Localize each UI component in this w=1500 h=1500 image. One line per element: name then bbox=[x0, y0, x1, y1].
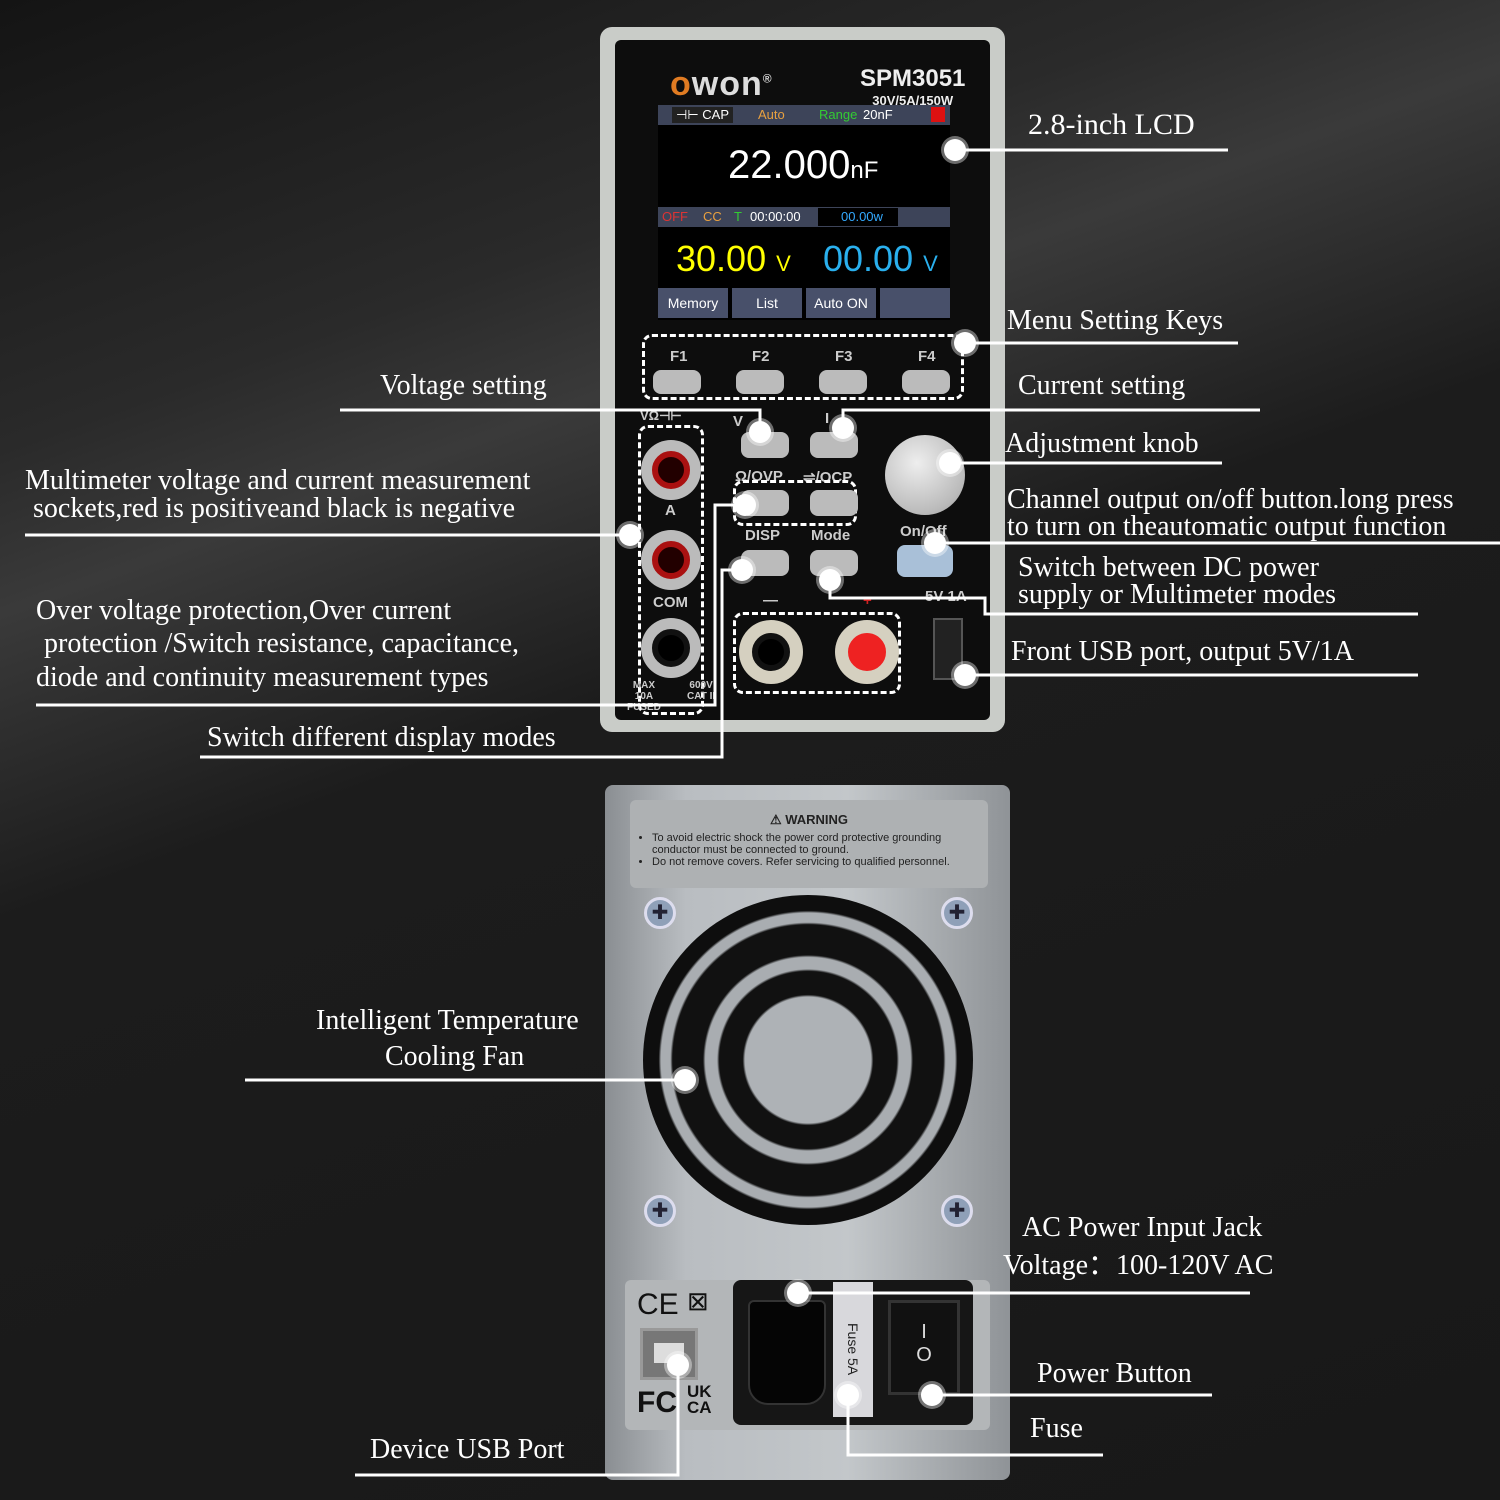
warning-title: WARNING bbox=[785, 812, 849, 827]
fkeys-highlight bbox=[642, 334, 964, 400]
lcd-range-label: Range bbox=[819, 107, 858, 122]
lcd-auto: Auto bbox=[758, 107, 785, 122]
warning-line: To avoid electric shock the power cord p… bbox=[652, 832, 978, 856]
fcc-mark: FC bbox=[637, 1386, 677, 1419]
softkey-empty bbox=[880, 288, 950, 318]
lcd-status-bar: OFF CC T 00:00:00 00.00w bbox=[658, 207, 950, 227]
callout-dot bbox=[819, 569, 841, 591]
callout-menu-keys: Menu Setting Keys bbox=[1007, 305, 1224, 336]
callout-dot bbox=[837, 1384, 859, 1406]
f2-button[interactable] bbox=[736, 370, 784, 394]
screw-icon: ✚ bbox=[941, 897, 973, 929]
positive-output-terminal[interactable] bbox=[835, 620, 899, 684]
lcd-reading: 22.000nF bbox=[728, 143, 879, 187]
warning-line: Do not remove covers. Refer servicing to… bbox=[652, 856, 978, 868]
cooling-fan bbox=[643, 895, 973, 1225]
callout-mode-2: supply or Multimeter modes bbox=[1018, 579, 1337, 610]
v-ohm-socket[interactable] bbox=[641, 440, 701, 500]
callout-dot bbox=[924, 532, 946, 554]
f1-button[interactable] bbox=[653, 370, 701, 394]
weee-icon: ⊠ bbox=[687, 1286, 709, 1316]
callout-voltage: Voltage setting bbox=[380, 370, 547, 401]
callout-power: Power Button bbox=[1037, 1358, 1192, 1389]
callout-dot bbox=[944, 139, 966, 161]
callout-ovp-1: Over voltage protection,Over current bbox=[36, 595, 452, 626]
screw-icon: ✚ bbox=[644, 1195, 676, 1227]
lcd-p-indicator bbox=[931, 107, 945, 122]
callout-ac-1: AC Power Input Jack bbox=[1022, 1212, 1263, 1243]
callout-disp: Switch different display modes bbox=[207, 722, 556, 753]
adjustment-knob[interactable] bbox=[885, 435, 965, 515]
lcd-output-voltage: 00.00 V bbox=[823, 238, 938, 279]
callout-ac-2: Voltage：100-120V AC bbox=[1003, 1250, 1274, 1281]
output-onoff-button[interactable] bbox=[897, 545, 953, 577]
callout-usb-device: Device USB Port bbox=[370, 1434, 565, 1465]
lcd-cc: CC bbox=[703, 209, 722, 224]
ce-mark: CE bbox=[637, 1288, 679, 1321]
callout-dot bbox=[832, 417, 854, 439]
ukca-mark: UK CA bbox=[687, 1382, 712, 1417]
callout-dot bbox=[731, 559, 753, 581]
lcd-mode: CAP bbox=[702, 107, 729, 122]
callout-fan-1: Intelligent Temperature bbox=[316, 1005, 579, 1036]
ac-power-jack[interactable] bbox=[748, 1300, 826, 1405]
callout-dot bbox=[749, 421, 771, 443]
screw-icon: ✚ bbox=[941, 1195, 973, 1227]
callout-dot bbox=[674, 1069, 696, 1091]
power-supply-rear: ⚠ WARNING To avoid electric shock the po… bbox=[605, 785, 1010, 1480]
lcd-power: 00.00w bbox=[841, 209, 883, 224]
brand-logo: owon® bbox=[670, 65, 773, 103]
callout-onoff-1: Channel output on/off button.long press bbox=[1007, 484, 1454, 515]
warning-plate: ⚠ WARNING To avoid electric shock the po… bbox=[630, 800, 988, 888]
callout-dot bbox=[939, 452, 961, 474]
ocp-button[interactable] bbox=[810, 490, 858, 516]
callout-dot bbox=[619, 524, 641, 546]
lcd-screen: ⊣⊢ CAP Auto Range 20nF 22.000nF OFF CC T… bbox=[658, 105, 950, 320]
callout-mode-1: Switch between DC power bbox=[1018, 552, 1319, 583]
callout-dot bbox=[667, 1354, 689, 1376]
callout-dot bbox=[787, 1282, 809, 1304]
callout-dot bbox=[734, 494, 756, 516]
callout-ovp-3: diode and continuity measurement types bbox=[36, 662, 489, 693]
callout-sockets-1: Multimeter voltage and current measureme… bbox=[25, 465, 531, 496]
rating-label: 30V/5A/150W bbox=[872, 93, 954, 108]
f4-button[interactable] bbox=[902, 370, 950, 394]
callout-ovp-2: protection /Switch resistance, capacitan… bbox=[44, 628, 520, 659]
f3-button[interactable] bbox=[819, 370, 867, 394]
current-socket[interactable] bbox=[641, 530, 701, 590]
callout-onoff-2: to turn on theautomatic output function bbox=[1007, 511, 1447, 542]
screw-icon: ✚ bbox=[644, 897, 676, 929]
lcd-timer: 00:00:00 bbox=[750, 209, 801, 224]
callout-fuse: Fuse bbox=[1030, 1413, 1083, 1444]
callout-dot bbox=[921, 1384, 943, 1406]
current-button[interactable] bbox=[810, 432, 858, 458]
callout-fan-2: Cooling Fan bbox=[385, 1041, 525, 1072]
lcd-top-bar: ⊣⊢ CAP Auto Range 20nF bbox=[658, 105, 950, 125]
callout-usb-front: Front USB port, output 5V/1A bbox=[1011, 636, 1355, 667]
voltage-key-label: V bbox=[733, 413, 744, 430]
callout-current: Current setting bbox=[1018, 370, 1186, 401]
callout-dot bbox=[954, 332, 976, 354]
callout-knob: Adjustment knob bbox=[1005, 428, 1199, 459]
com-socket[interactable] bbox=[641, 618, 701, 678]
callout-sockets-2: sockets,red is positiveand black is nega… bbox=[33, 493, 516, 524]
callout-dot bbox=[954, 664, 976, 686]
lcd-output-status: OFF bbox=[662, 209, 688, 224]
negative-output-terminal[interactable] bbox=[739, 620, 803, 684]
callout-lcd: 2.8-inch LCD bbox=[1028, 108, 1195, 141]
lcd-range-value: 20nF bbox=[863, 107, 893, 122]
softkey-memory: Memory bbox=[658, 288, 728, 318]
lcd-set-voltage: 30.00 V bbox=[676, 238, 791, 279]
softkey-auto-on: Auto ON bbox=[806, 288, 876, 318]
softkey-list: List bbox=[732, 288, 802, 318]
